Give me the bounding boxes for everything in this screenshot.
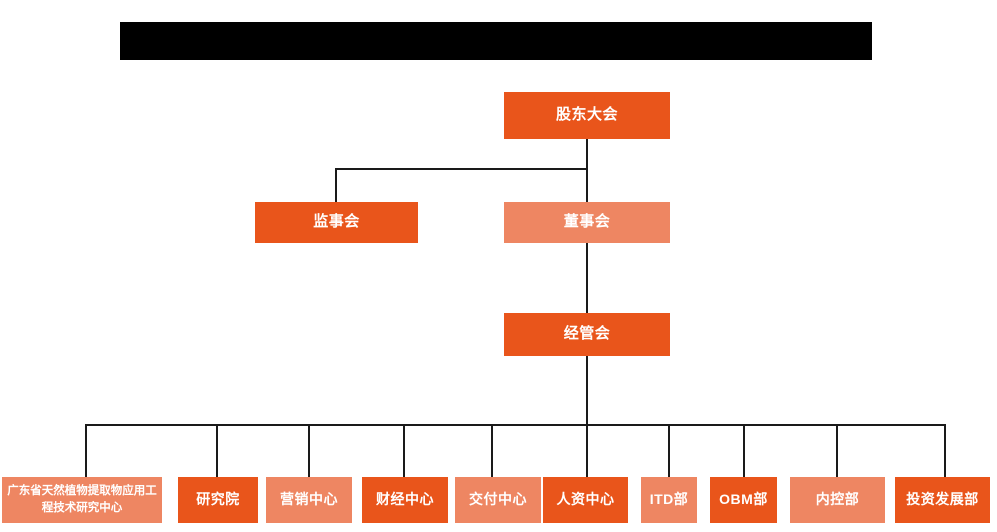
connector-level2-bus xyxy=(335,168,588,170)
org-node-label-itd-department: ITD部 xyxy=(649,491,689,508)
org-node-hr-center[interactable]: 人资中心 xyxy=(543,477,628,523)
org-node-label-guangdong-research-center: 广东省天然植物提取物应用工程技术研究中心 xyxy=(7,485,157,514)
org-node-shareholders[interactable]: 股东大会 xyxy=(504,92,670,139)
connector-drop-7 xyxy=(668,424,670,477)
org-node-research-institute[interactable]: 研究院 xyxy=(178,477,258,523)
org-node-finance-center[interactable]: 财经中心 xyxy=(362,477,448,523)
connector-shareholders-stem xyxy=(586,139,588,169)
connector-supervisory-drop xyxy=(335,168,337,202)
org-node-marketing-center[interactable]: 营销中心 xyxy=(266,477,352,523)
connector-drop-8 xyxy=(743,424,745,477)
org-node-label-shareholders: 股东大会 xyxy=(555,106,618,124)
org-node-label-marketing-center: 营销中心 xyxy=(280,491,338,508)
org-node-supervisory-board[interactable]: 监事会 xyxy=(255,202,418,243)
org-node-label-hr-center: 人资中心 xyxy=(556,491,615,508)
org-node-label-research-institute: 研究院 xyxy=(196,491,240,508)
org-node-board-of-directors[interactable]: 董事会 xyxy=(504,202,670,243)
org-node-internal-control-department[interactable]: 内控部 xyxy=(790,477,885,523)
org-node-obm-department[interactable]: OBM部 xyxy=(710,477,777,523)
connector-directors-to-management xyxy=(586,243,588,313)
connector-level4-bus xyxy=(85,424,945,426)
org-node-itd-department[interactable]: ITD部 xyxy=(641,477,697,523)
org-node-label-board-of-directors: 董事会 xyxy=(563,213,611,231)
org-node-investment-development-department[interactable]: 投资发展部 xyxy=(895,477,990,523)
redacted-title-bar xyxy=(120,22,872,60)
org-node-label-internal-control-department: 内控部 xyxy=(815,491,860,508)
connector-drop-5 xyxy=(491,424,493,477)
org-node-delivery-center[interactable]: 交付中心 xyxy=(455,477,541,523)
org-node-label-management-committee: 经管会 xyxy=(563,325,611,343)
connector-drop-4 xyxy=(403,424,405,477)
connector-drop-2 xyxy=(216,424,218,477)
connector-drop-3 xyxy=(308,424,310,477)
org-node-label-finance-center: 财经中心 xyxy=(376,491,434,508)
connector-drop-6 xyxy=(586,424,588,477)
connector-management-stem xyxy=(586,356,588,425)
org-node-label-delivery-center: 交付中心 xyxy=(469,491,527,508)
connector-directors-drop xyxy=(586,168,588,202)
org-node-label-obm-department: OBM部 xyxy=(719,491,768,508)
org-node-guangdong-research-center[interactable]: 广东省天然植物提取物应用工程技术研究中心 xyxy=(2,477,162,523)
org-node-label-supervisory-board: 监事会 xyxy=(313,213,360,231)
connector-drop-10 xyxy=(944,424,946,477)
org-node-label-investment-development-department: 投资发展部 xyxy=(906,491,979,508)
connector-drop-9 xyxy=(836,424,838,477)
connector-drop-1 xyxy=(85,424,87,477)
org-node-management-committee[interactable]: 经管会 xyxy=(504,313,670,356)
